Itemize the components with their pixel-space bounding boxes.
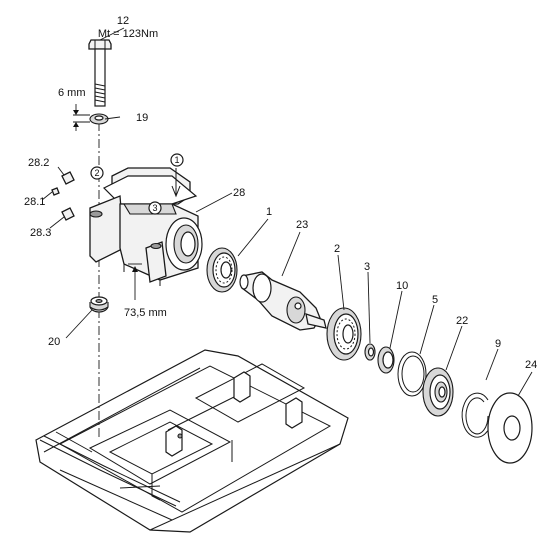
marker-3: 3	[148, 201, 162, 215]
label-28-2: 28.2	[28, 157, 49, 169]
label-28: 28	[233, 187, 245, 199]
bearing-left	[206, 247, 238, 293]
marker-1-text: 1	[174, 155, 179, 165]
base-plate	[35, 349, 349, 533]
height-dimension	[128, 263, 142, 300]
label-73-5mm: 73,5 mm	[124, 307, 167, 319]
label-22: 22	[456, 315, 468, 327]
screw-28-1	[51, 187, 60, 196]
label-28-3: 28.3	[30, 227, 51, 239]
label-12: 12	[117, 15, 129, 27]
gap-dimension	[73, 104, 90, 131]
label-5: 5	[432, 294, 438, 306]
washer	[89, 113, 109, 125]
marker-2: 2	[90, 166, 104, 180]
label-19: 19	[136, 112, 148, 124]
marker-2-text: 2	[94, 168, 99, 178]
marker-1: 1	[170, 153, 184, 167]
label-6mm: 6 mm	[58, 87, 86, 99]
bolt	[88, 39, 112, 107]
bearing-right	[326, 307, 362, 361]
screw-28-2	[61, 171, 75, 185]
spacer	[364, 343, 376, 361]
leader-lines	[41, 27, 533, 397]
marker-3-text: 3	[152, 203, 157, 213]
screw-28-3	[61, 207, 75, 221]
housing	[89, 167, 203, 286]
label-1: 1	[266, 206, 272, 218]
part-labels: 12 Mt = 123Nm 6 mm 19 28.2 28.1 28.3 28 …	[24, 15, 537, 371]
label-23: 23	[296, 219, 308, 231]
cover	[422, 367, 454, 417]
label-20: 20	[48, 336, 60, 348]
label-10: 10	[396, 280, 408, 292]
label-28-1: 28.1	[24, 196, 45, 208]
label-24: 24	[525, 359, 537, 371]
disc	[487, 392, 533, 464]
circlip	[461, 392, 493, 438]
label-2: 2	[334, 243, 340, 255]
seal	[377, 346, 395, 374]
label-3: 3	[364, 261, 370, 273]
nut	[89, 296, 109, 313]
o-ring	[397, 351, 427, 397]
shaft	[239, 271, 327, 331]
label-9: 9	[495, 338, 501, 350]
label-torque: Mt = 123Nm	[98, 28, 158, 40]
